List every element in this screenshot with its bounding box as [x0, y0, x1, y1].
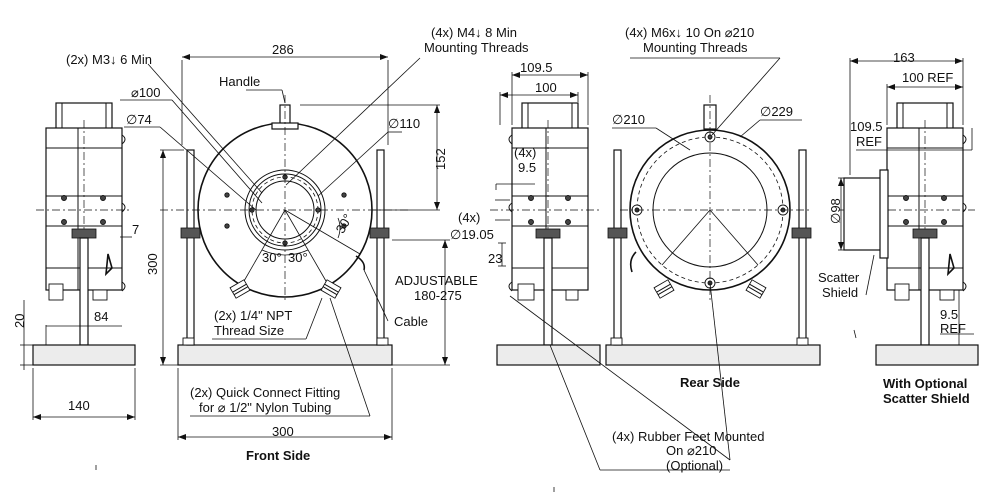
callout-scatter-line1: Scatter [818, 270, 860, 285]
front-post-right [376, 149, 385, 346]
front-view [160, 95, 410, 366]
callout-feet-line3: (Optional) [666, 458, 723, 473]
dim-152: 152 [433, 148, 448, 170]
front-clamp-left [180, 227, 201, 239]
side-mid-base [496, 344, 601, 366]
dim-163: 163 [893, 50, 915, 65]
side-left-fitting-2 [92, 289, 108, 301]
callout-quick-line2: for ⌀ 1/2" Nylon Tubing [199, 400, 331, 415]
rear-post-right [798, 149, 807, 346]
callout-feet-line1: (4x) Rubber Feet Mounted [612, 429, 764, 444]
rear-view-title: Rear Side [680, 375, 740, 390]
front-fitting-left [229, 279, 251, 299]
front-view-title: Front Side [246, 448, 310, 463]
callout-scatter-line2: Shield [822, 285, 858, 300]
dim-d210: ∅210 [612, 112, 645, 127]
shield-view [838, 58, 979, 366]
callout-m4-line1: (4x) M4↓ 8 Min [431, 25, 517, 40]
rear-fitting-right [745, 279, 767, 299]
dim-100-ref: 100 REF [902, 70, 953, 85]
labels: (2x) M3↓ 6 Min 286 (4x) M4↓ 8 Min Mounti… [12, 25, 970, 473]
shield-handle-block [896, 102, 954, 131]
dim-20: 20 [12, 314, 27, 328]
angle-30-mid: 30° [288, 250, 308, 265]
front-cable [355, 255, 366, 271]
angle-30-left: 30° [262, 250, 282, 265]
dim-140: 140 [68, 398, 90, 413]
dim-d98: ∅98 [828, 198, 843, 224]
dim-4x-b: (4x) [458, 210, 480, 225]
front-fitting-right [320, 279, 342, 299]
rear-clamp-right [791, 227, 812, 239]
callout-adjustable-line2: 180-275 [414, 288, 462, 303]
front-clamp-right [369, 227, 390, 239]
dim-d19-05: ∅19.05 [450, 227, 494, 242]
dim-d74: ∅74 [126, 112, 152, 127]
angle-30-right: 30° [333, 211, 356, 236]
dim-100b: 100 [535, 80, 557, 95]
dim-84: 84 [94, 309, 108, 324]
dim-300-height: 300 [145, 253, 160, 275]
dim-9-5-ref-line1: 9.5 [940, 307, 958, 322]
shield-post [920, 237, 930, 346]
callout-npt-line1: (2x) 1/4" NPT [214, 308, 292, 323]
side-mid-handle-block [521, 102, 579, 131]
dim-109-5-ref-line1: 109.5 [850, 119, 883, 134]
dim-4x-a: (4x) [514, 145, 536, 160]
callout-m6-line1: (4x) M6x↓ 10 On ⌀210 [625, 25, 754, 40]
dim-d110: ∅110 [388, 116, 420, 131]
side-mid-post [543, 237, 553, 346]
dim-23: 23 [488, 251, 502, 266]
callout-cable: Cable [394, 314, 428, 329]
callout-adjustable-line1: ADJUSTABLE [395, 273, 478, 288]
callout-m3: (2x) M3↓ 6 Min [66, 52, 152, 67]
dim-109-5-ref-line2: REF [856, 134, 882, 149]
callout-feet-line2: On ⌀210 [666, 443, 716, 458]
side-mid-fitting [517, 283, 535, 301]
callout-m6-line2: Mounting Threads [643, 40, 748, 55]
side-left-post [79, 237, 89, 346]
callout-quick-line1: (2x) Quick Connect Fitting [190, 385, 340, 400]
dim-109-5: 109.5 [520, 60, 553, 75]
side-left-clamp-knob [71, 228, 97, 239]
dim-9-5: 9.5 [518, 160, 536, 175]
shield-base [875, 344, 979, 366]
side-mid-clamp-knob [535, 228, 561, 239]
side-left-fitting [48, 283, 64, 301]
callout-npt-line2: Thread Size [214, 323, 284, 338]
dim-300-width: 300 [272, 424, 294, 439]
front-post-left [186, 149, 195, 346]
side-view-middle [490, 72, 601, 366]
rear-clamp-left [607, 227, 628, 239]
rear-view [509, 57, 821, 471]
dim-9-5-ref-line2: REF [940, 321, 966, 336]
callout-m4-line2: Mounting Threads [424, 40, 529, 55]
rear-cable [629, 251, 637, 273]
shield-view-title-line2: Scatter Shield [883, 391, 970, 406]
shield-view-title-line1: With Optional [883, 376, 967, 391]
front-base [177, 344, 393, 366]
dim-7: 7 [132, 222, 139, 237]
side-view-left [32, 102, 136, 366]
shield-clamp-knob [912, 228, 938, 239]
dim-286: 286 [272, 42, 294, 57]
rear-fitting-left [653, 279, 675, 299]
dim-d100: ⌀100 [131, 85, 161, 100]
side-left-base [32, 344, 136, 366]
callout-handle: Handle [219, 74, 260, 89]
rear-base [605, 344, 821, 366]
dim-d229: ∅229 [760, 104, 793, 119]
rear-post-left [613, 149, 622, 346]
front-dimensions [120, 54, 450, 440]
